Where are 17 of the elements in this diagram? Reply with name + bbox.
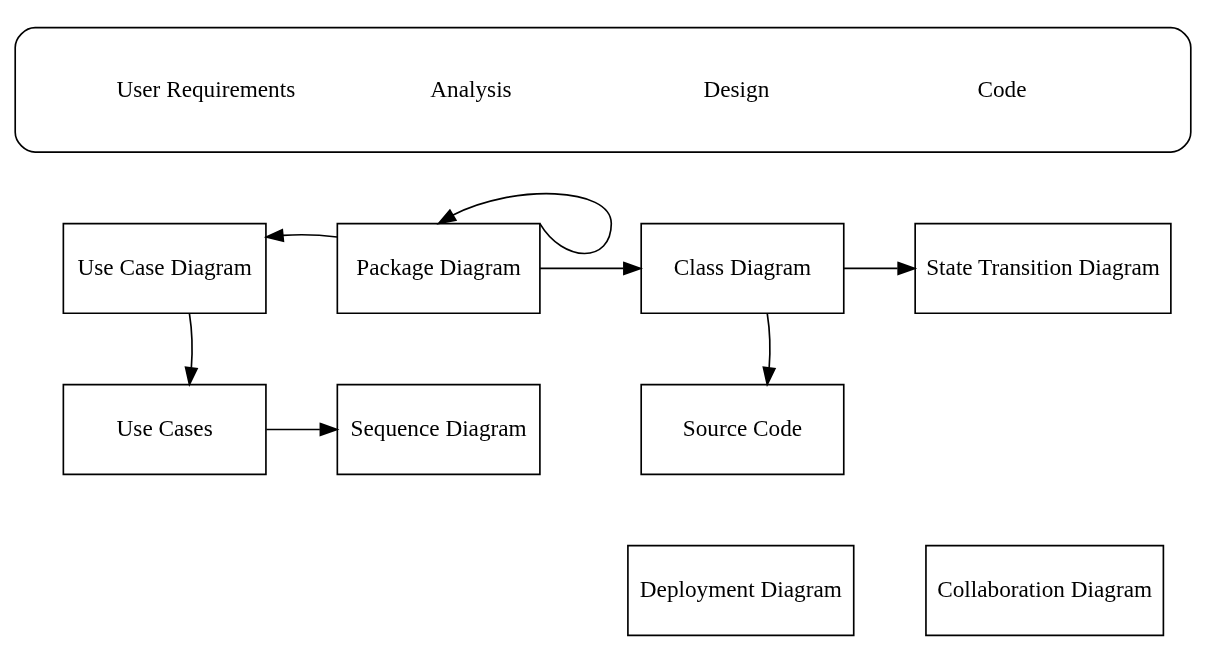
arrow xyxy=(265,422,340,437)
node-box: Sequence Diagram xyxy=(336,383,541,476)
arrow xyxy=(539,261,643,276)
node-box: Collaboration Diagram xyxy=(925,544,1165,637)
arrow xyxy=(436,193,613,255)
arrow xyxy=(263,228,338,243)
node-box: Use Case Diagram xyxy=(62,222,267,315)
node-box: State Transition Diagram xyxy=(914,222,1172,315)
node-box: Class Diagram xyxy=(640,222,845,315)
node-box: Use Cases xyxy=(62,383,267,476)
arrow xyxy=(762,312,777,387)
arrow xyxy=(184,312,199,387)
node-box: User Requirements Analysis Design Code xyxy=(14,26,1192,153)
arrow xyxy=(843,261,918,276)
node-box: Package Diagram xyxy=(336,222,541,315)
node-box: Deployment Diagram xyxy=(627,544,855,637)
node-box: Source Code xyxy=(640,383,845,476)
